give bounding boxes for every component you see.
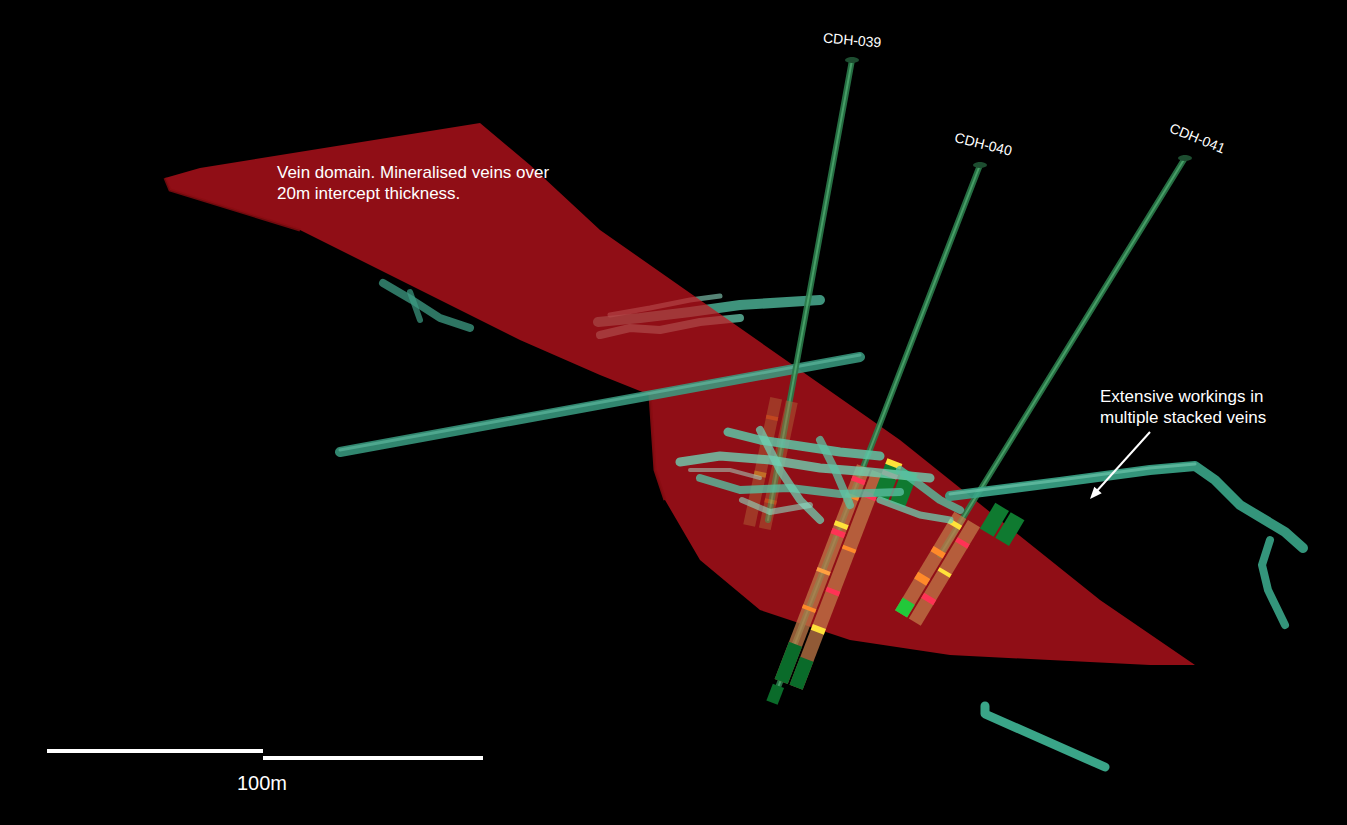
assay-intercepts-part — [931, 546, 946, 558]
assay-intercepts-part — [766, 684, 784, 705]
workings-right-part — [950, 466, 1303, 548]
workings-cluster-part — [820, 440, 850, 505]
assay-intercepts-part — [851, 475, 866, 485]
vein-domain-part — [650, 395, 665, 500]
callout-note: Extensive workings in multiple stacked v… — [1100, 386, 1296, 429]
assay-intercepts-part — [811, 624, 826, 635]
assay-intercepts-part — [921, 593, 936, 605]
workings-cluster-part — [690, 470, 760, 478]
workings-right — [950, 464, 1303, 625]
drill-holes — [768, 57, 1192, 690]
assay-intercepts-part — [834, 520, 849, 530]
scale-bar-part — [263, 756, 483, 760]
workings-cluster-part — [900, 470, 960, 510]
callout-note-box: Extensive workings in multiple stacked v… — [1100, 386, 1296, 429]
assay-blocks — [980, 503, 1025, 546]
assay-intercepts — [895, 512, 980, 626]
hole-label: CDH-039 — [822, 30, 882, 53]
leader-arrow — [1090, 432, 1150, 499]
drill-holes-part — [845, 57, 859, 63]
workings-back-part — [985, 706, 1105, 767]
assay-intercepts-part — [825, 587, 840, 597]
hole-label-box: CDH-039 — [822, 30, 882, 53]
leader-arrow-part — [1095, 432, 1150, 493]
assay-intercepts-part — [842, 545, 857, 554]
hole-label-box: CDH-040 — [953, 129, 1014, 160]
leader-arrow-part — [1090, 487, 1102, 499]
workings-cluster — [680, 430, 960, 520]
hole-label-box: CDH-041 — [1167, 120, 1228, 158]
scale-bar-part — [47, 749, 263, 753]
hole-label: CDH-041 — [1167, 120, 1228, 158]
assay-intercepts-part — [938, 567, 952, 578]
assay-blocks-part — [995, 512, 1024, 546]
assay-intercepts-part — [914, 572, 930, 586]
drill-holes-part — [973, 162, 987, 168]
assay-intercepts-part — [831, 528, 846, 539]
workings-cluster-part — [880, 500, 950, 520]
workings-cluster-part — [700, 478, 900, 494]
assay-intercepts-part — [790, 657, 814, 690]
vein-domain-part — [165, 123, 1195, 665]
callout-note: Vein domain. Mineralised veins over 20m … — [277, 162, 559, 205]
assay-intercepts-part — [895, 597, 915, 617]
workings-right-part — [950, 464, 1195, 494]
assay-intercepts-part — [766, 415, 779, 421]
assay-intercepts — [766, 464, 885, 711]
scale-bar — [47, 751, 483, 758]
scale-label-box: 100m — [237, 771, 287, 796]
assay-intercepts-part — [955, 537, 970, 548]
workings-right-part — [1262, 540, 1285, 625]
hole-label: CDH-040 — [953, 129, 1014, 160]
assay-intercepts-part — [764, 498, 777, 504]
callout-note-box: Vein domain. Mineralised veins over 20m … — [277, 162, 559, 205]
assay-intercepts-part — [909, 520, 980, 626]
scale-label: 100m — [237, 771, 287, 796]
workings-back-part — [410, 292, 420, 320]
vein-domain — [165, 123, 1195, 665]
assay-intercepts-part — [816, 567, 831, 576]
drill-holes-part — [1178, 155, 1192, 161]
workings-cluster-part — [742, 500, 810, 512]
workings-cluster-part — [728, 432, 880, 456]
assay-intercepts-part — [802, 604, 817, 613]
workings-cluster-part — [680, 456, 930, 478]
